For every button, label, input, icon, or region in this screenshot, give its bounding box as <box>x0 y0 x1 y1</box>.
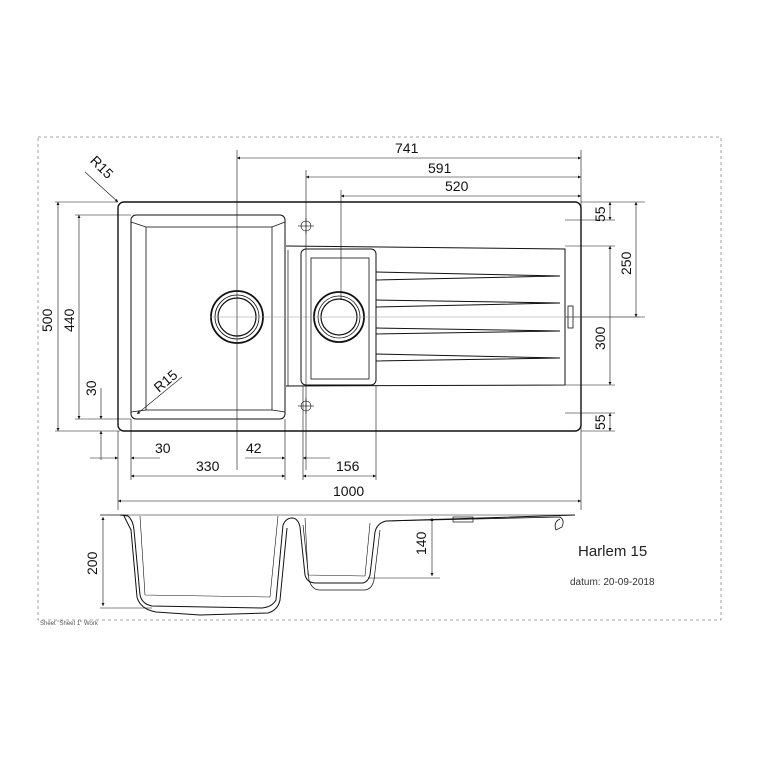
drawing-date: datum: 20-09-2018 <box>570 577 655 588</box>
small-bowl-inner <box>310 257 370 380</box>
radius-outer-label: R15 <box>87 152 117 182</box>
drainer-outline <box>285 245 566 387</box>
dim-30-horizontal: 30 <box>155 440 171 456</box>
radius-inner-label: R15 <box>151 366 181 395</box>
dim-30-vertical: 30 <box>83 380 99 396</box>
dim-250: 250 <box>618 251 634 275</box>
dim-42: 42 <box>246 440 262 456</box>
drainer-groove <box>375 327 561 335</box>
dimension-lines <box>55 150 645 510</box>
dim-1000: 1000 <box>333 483 364 499</box>
sink-outline <box>117 201 582 432</box>
sheet-border <box>37 136 722 621</box>
sheet-label: Sheet "Sheet 1" Work <box>40 621 99 627</box>
dim-520: 520 <box>445 178 469 194</box>
product-title: Harlem 15 <box>578 543 647 560</box>
dim-55-bottom: 55 <box>592 414 608 430</box>
dimension-labels: 741 591 520 R15 R15 500 440 30 55 250 30… <box>39 140 634 499</box>
dim-591: 591 <box>428 160 452 176</box>
dim-330: 330 <box>196 458 220 474</box>
main-bowl-profile <box>119 514 576 609</box>
dim-741: 741 <box>395 140 419 156</box>
main-bowl-inner <box>145 226 273 411</box>
dim-55-top: 55 <box>592 206 608 222</box>
dim-500: 500 <box>39 308 55 332</box>
drainer-groove <box>375 353 561 362</box>
top-view <box>117 201 640 432</box>
dim-200: 200 <box>84 551 100 575</box>
dim-140: 140 <box>413 531 429 555</box>
drainer-groove <box>375 299 561 308</box>
dim-156: 156 <box>336 458 360 474</box>
dim-440: 440 <box>61 308 77 332</box>
dim-300: 300 <box>592 326 608 350</box>
drainer-groove <box>375 271 561 281</box>
side-view <box>100 514 576 616</box>
